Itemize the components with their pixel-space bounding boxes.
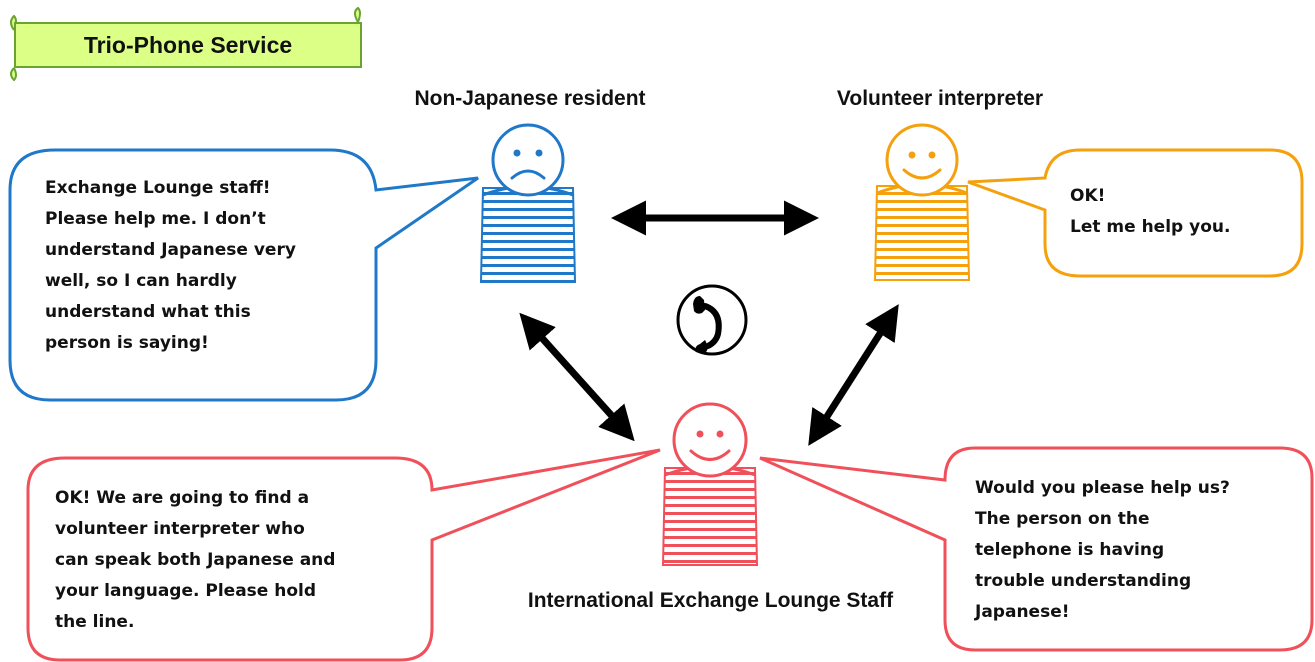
staff-right-bubble-text: Would you please help us? The person on … bbox=[975, 478, 1230, 622]
resident-staff-double-arrow-icon bbox=[519, 312, 635, 442]
interpreter-label: Volunteer interpreter bbox=[836, 87, 1044, 110]
staff-person-icon bbox=[661, 402, 759, 566]
resident-label: Non-Japanese resident bbox=[414, 87, 646, 110]
staff-label: International Exchange Lounge Staff bbox=[527, 589, 894, 612]
interpreter-bubble-text: OK! Let me help you. bbox=[1070, 186, 1231, 237]
staff-right-speech-bubble bbox=[759, 446, 1314, 652]
page-title: Trio-Phone Service bbox=[14, 22, 362, 68]
interpreter-person-icon bbox=[873, 123, 971, 281]
interpreter-staff-double-arrow-icon bbox=[808, 304, 899, 446]
resident-bubble-text: Exchange Lounge staff! Please help me. I… bbox=[45, 178, 296, 353]
staff-left-speech-bubble bbox=[26, 448, 661, 662]
telephone-icon bbox=[676, 284, 748, 356]
resident-person-icon bbox=[479, 123, 577, 283]
staff-left-bubble-text: OK! We are going to find a volunteer int… bbox=[55, 488, 336, 632]
interpreter-speech-bubble bbox=[967, 148, 1304, 278]
resident-speech-bubble bbox=[8, 148, 479, 402]
